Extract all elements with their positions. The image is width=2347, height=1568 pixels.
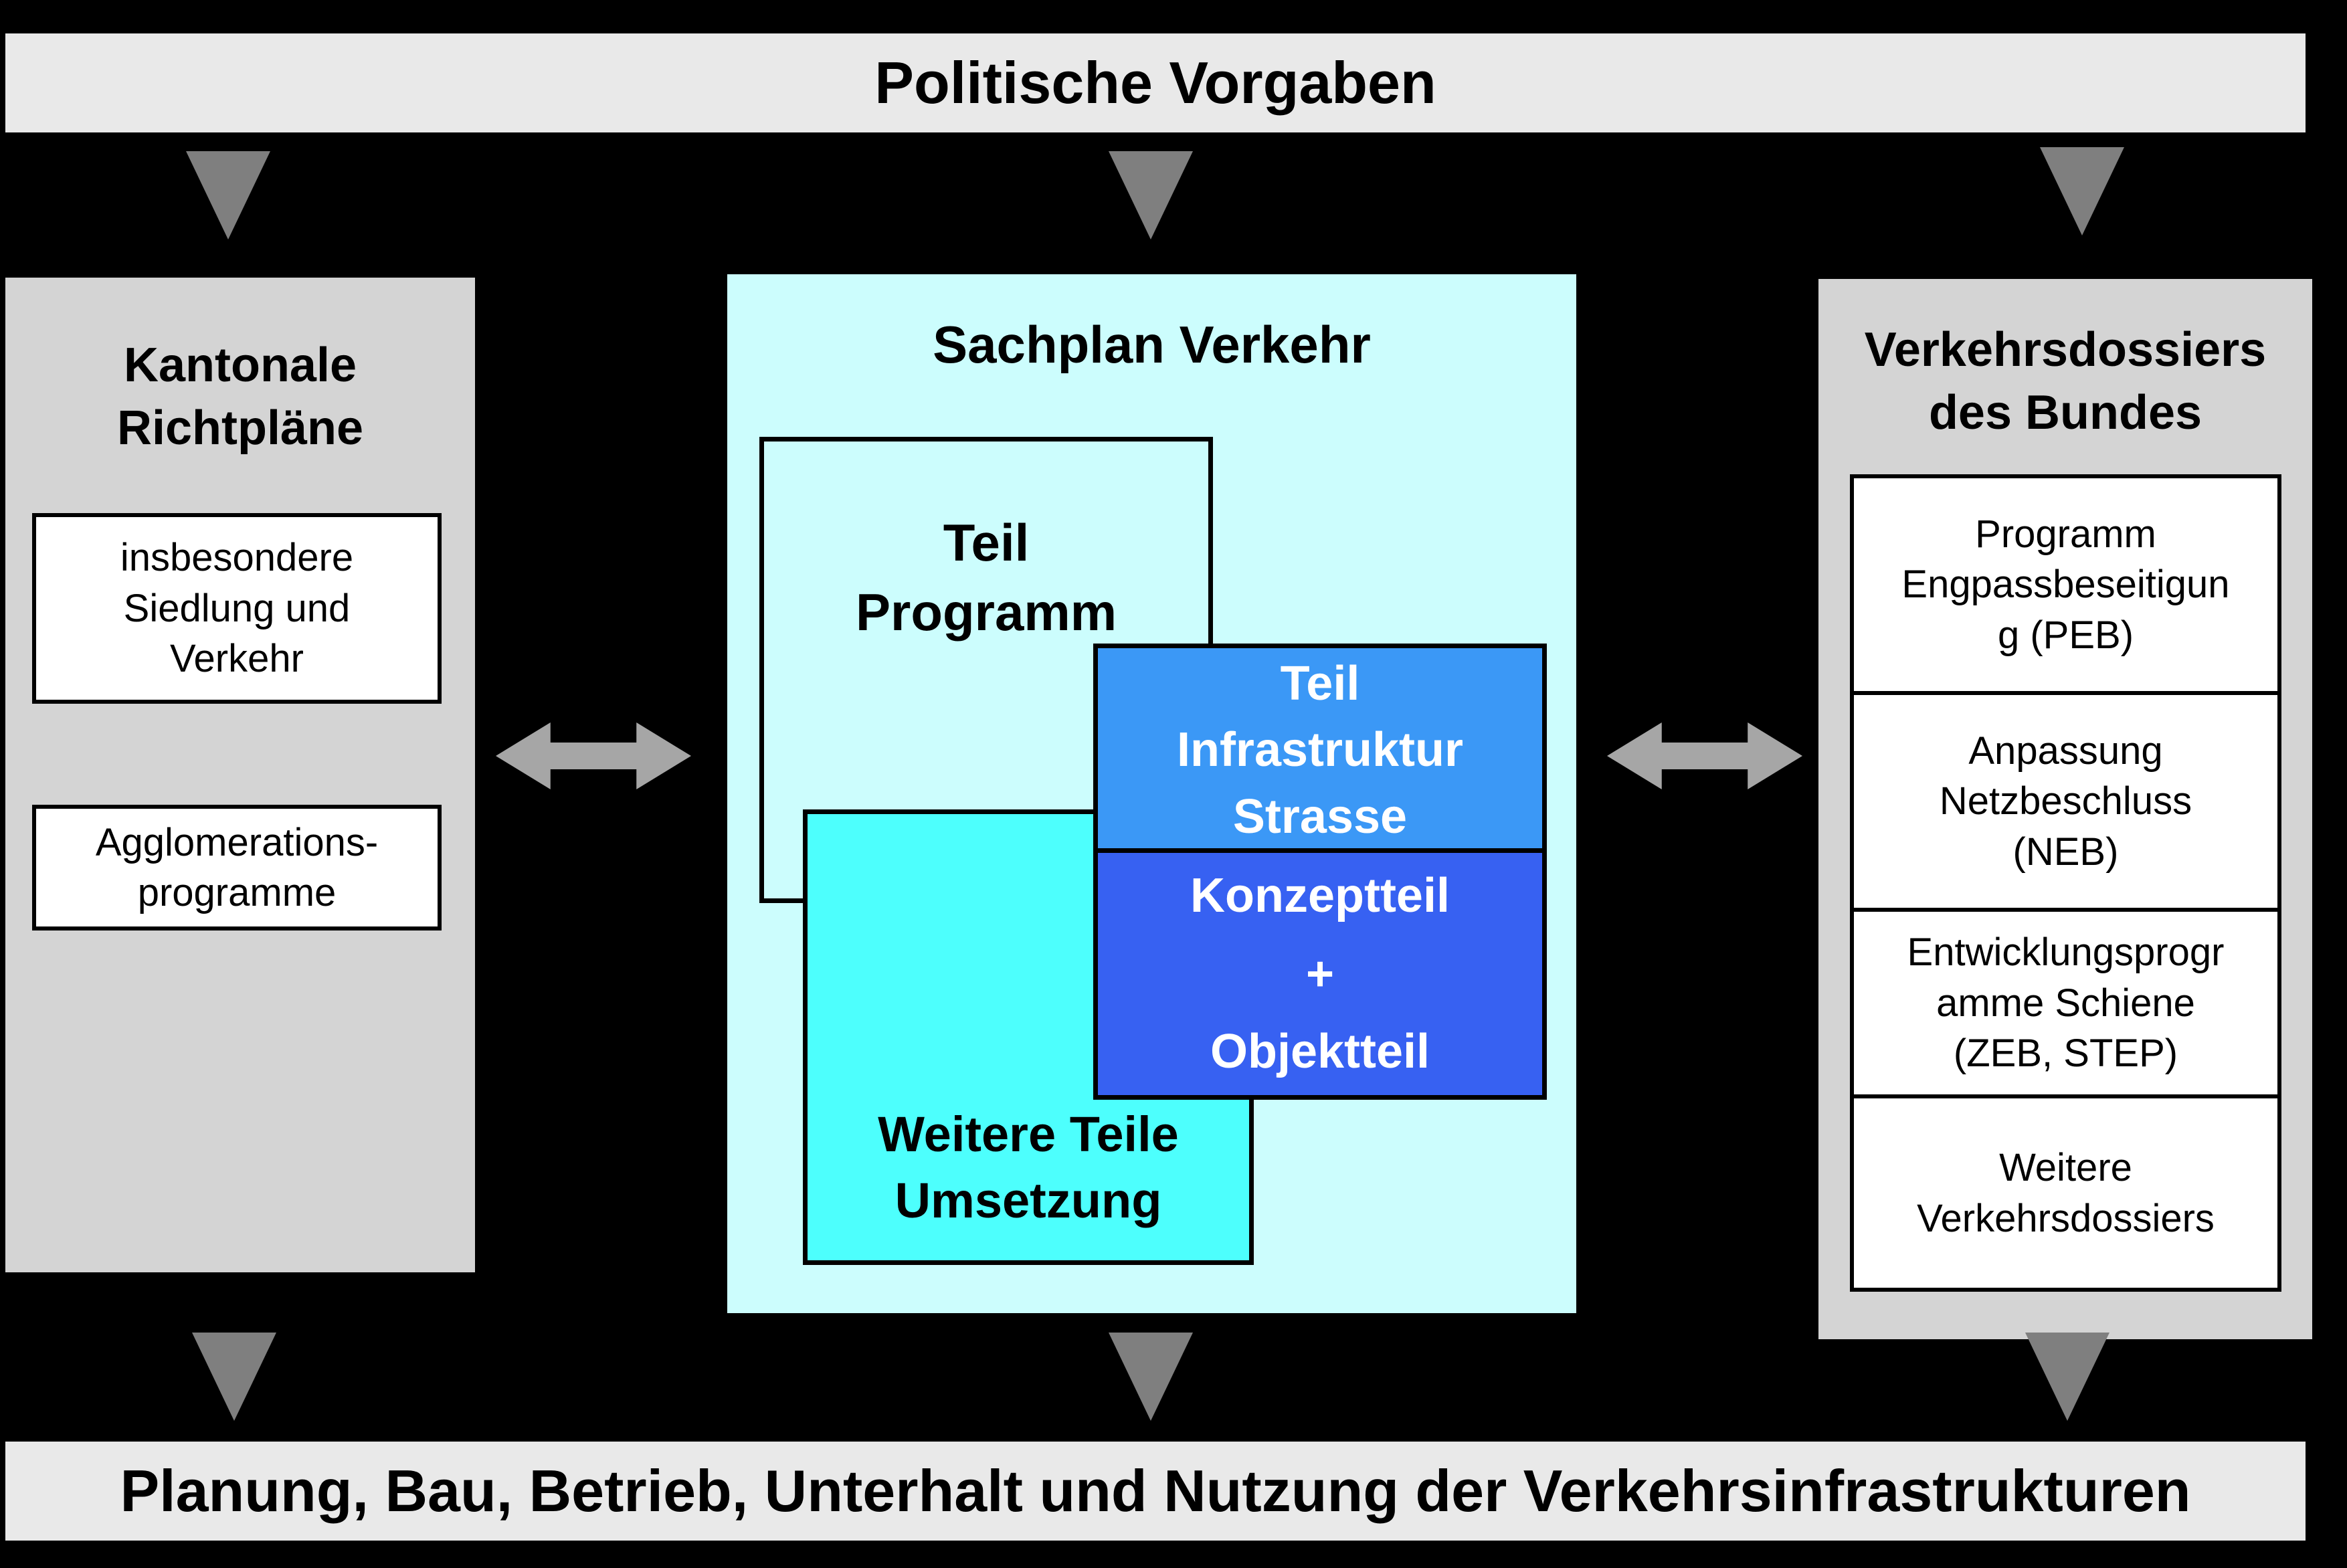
left-panel-title-line: Richtpläne [116, 401, 364, 455]
dossier-line: Netzbeschluss [1939, 779, 2192, 823]
arrow-down-icon [192, 1333, 276, 1421]
teil-infrastruktur-line: Infrastruktur [1176, 723, 1464, 777]
info-box-line: insbesondere [120, 536, 354, 580]
right-panel-title-line: Verkehrsdossiers [1864, 323, 2267, 377]
left-right-arrow-icon [496, 722, 691, 789]
arrow-down-icon [1109, 151, 1193, 239]
center-panel: Sachplan Verkehr Teil Programm Weitere T… [727, 274, 1576, 1313]
teil-infrastruktur-box: Teil Infrastruktur Strasse [1093, 644, 1547, 858]
left-panel: Kantonale Richtpläne insbesondere Siedlu… [5, 278, 475, 1272]
right-panel-title: Verkehrsdossiers des Bundes [1818, 319, 2312, 444]
info-box-line: Agglomerations- [95, 820, 379, 864]
center-panel-title-text: Sachplan Verkehr [933, 315, 1371, 374]
dossier-box-weitere: Weitere Verkehrsdossiers [1850, 1094, 2281, 1292]
center-panel-title: Sachplan Verkehr [727, 311, 1576, 379]
teil-infrastruktur-line: Teil [1280, 656, 1360, 710]
info-box-siedlung-verkehr: insbesondere Siedlung und Verkehr [32, 513, 442, 704]
dossier-box-schiene: Entwicklungsprogr amme Schiene (ZEB, STE… [1850, 908, 2281, 1098]
teil-programm-line: Programm [855, 582, 1117, 642]
weitere-teile-line: Umsetzung [895, 1172, 1162, 1228]
dossier-line: g (PEB) [1997, 613, 2134, 657]
bottom-banner-label: Planung, Bau, Betrieb, Unterhalt und Nut… [120, 1458, 2191, 1524]
konzeptteil-box: Konzeptteil + Objektteil [1093, 848, 1547, 1100]
konzeptteil-line: Konzeptteil [1190, 869, 1450, 923]
weitere-teile-line: Weitere Teile [878, 1106, 1179, 1163]
dossier-line: Anpassung [1968, 728, 2163, 773]
dossier-box-peb: Programm Engpassbeseitigun g (PEB) [1850, 474, 2281, 695]
left-panel-title: Kantonale Richtpläne [5, 334, 475, 460]
arrow-down-icon [186, 151, 270, 239]
bottom-banner: Planung, Bau, Betrieb, Unterhalt und Nut… [5, 1442, 2306, 1541]
dossier-line: Programm [1975, 512, 2156, 556]
right-panel: Verkehrsdossiers des Bundes Programm Eng… [1818, 279, 2312, 1339]
konzeptteil-line: Objektteil [1210, 1025, 1430, 1079]
dossier-line: amme Schiene [1936, 981, 2195, 1025]
left-right-arrow-icon [1607, 722, 1802, 789]
dossier-line: Entwicklungsprogr [1907, 930, 2225, 975]
arrow-down-icon [1109, 1333, 1193, 1421]
arrow-down-icon [2025, 1333, 2109, 1421]
dossier-line: Engpassbeseitigun [1901, 563, 2230, 607]
dossier-line: (ZEB, STEP) [1953, 1032, 2178, 1076]
arrow-down-icon [2040, 147, 2124, 235]
teil-infrastruktur-line: Strasse [1232, 789, 1408, 844]
right-panel-title-line: des Bundes [1928, 385, 2202, 439]
top-banner-label: Politische Vorgaben [874, 50, 1436, 116]
dossier-line: Weitere [1999, 1146, 2132, 1190]
dossier-line: (NEB) [2012, 829, 2119, 874]
konzeptteil-line: + [1305, 947, 1335, 1001]
info-box-agglomerationsprogramme: Agglomerations- programme [32, 805, 442, 930]
right-panel-box-stack: Programm Engpassbeseitigun g (PEB) Anpas… [1850, 474, 2281, 1292]
dossier-box-neb: Anpassung Netzbeschluss (NEB) [1850, 691, 2281, 912]
info-box-line: Verkehr [170, 637, 304, 681]
dossier-line: Verkehrsdossiers [1917, 1196, 2215, 1240]
teil-programm-line: Teil [943, 513, 1030, 572]
info-box-line: Siedlung und [123, 586, 351, 630]
info-box-line: programme [137, 871, 337, 914]
top-banner: Politische Vorgaben [5, 33, 2306, 132]
left-panel-title-line: Kantonale [123, 338, 357, 392]
